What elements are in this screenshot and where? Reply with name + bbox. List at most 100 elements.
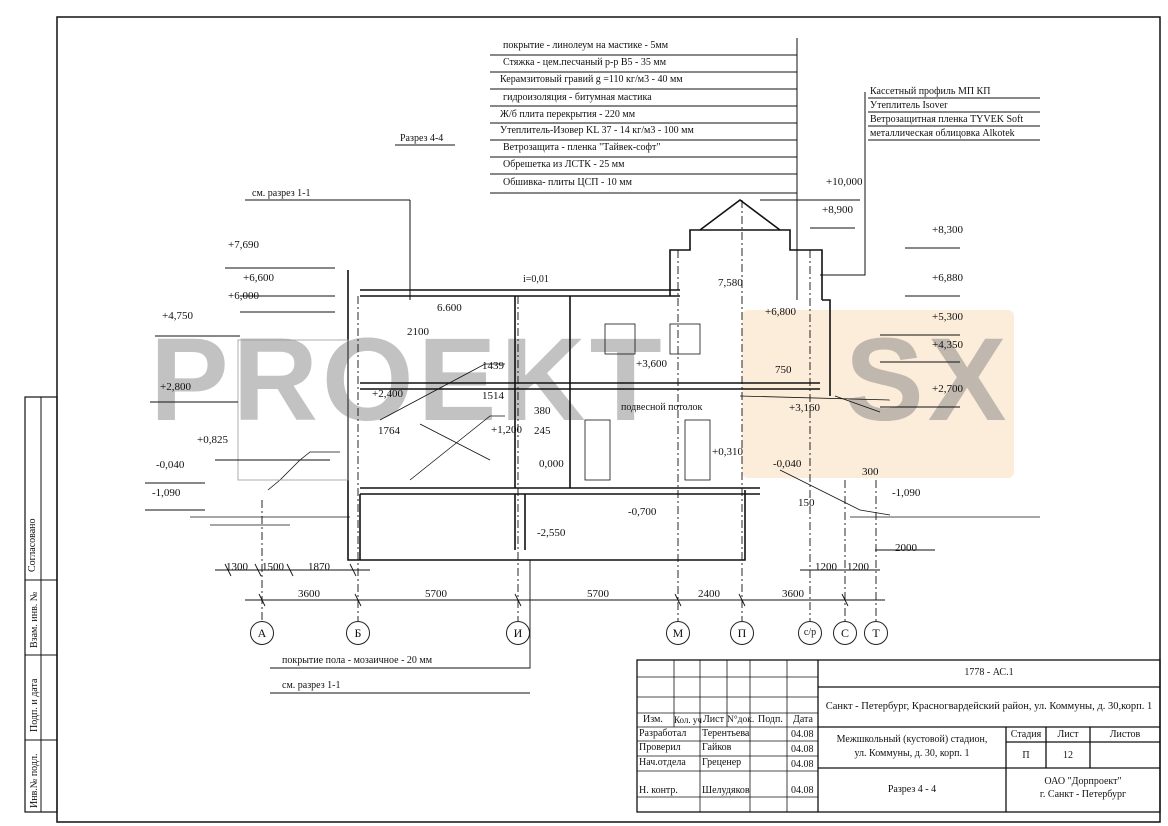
axis-marker: А: [250, 621, 274, 645]
sheets-label: Листов: [1109, 729, 1141, 740]
signer-role: Проверил: [639, 742, 681, 753]
dimension-label: 1300: [226, 561, 248, 573]
dimension-label: 380: [534, 405, 551, 417]
dimension-label: 3600: [298, 588, 320, 600]
dimension-label: 150: [798, 497, 815, 509]
address: Санкт - Петербург, Красногвардейский рай…: [825, 701, 1153, 712]
level-mark: +6,600: [243, 272, 274, 284]
dimension-label: 245: [534, 425, 551, 437]
level-mark: +10,000: [826, 176, 863, 188]
dimension-label: 1439: [482, 360, 504, 372]
dimension-label: 1764: [378, 425, 400, 437]
level-mark: -1,090: [892, 487, 921, 499]
signer-name: Шелудяков: [702, 785, 750, 796]
signer-date: 04.08: [791, 729, 814, 740]
watermark-left: PROEKT: [150, 314, 666, 446]
wall-spec-row: металлическая облицовка Alkotek: [870, 128, 1015, 139]
header-sign: Подп.: [758, 714, 783, 725]
signer-date: 04.08: [791, 785, 814, 796]
dimension-label: 1200: [847, 561, 869, 573]
axis-marker: М: [666, 621, 690, 645]
signer-name: Греценер: [702, 757, 742, 768]
signer-date: 04.08: [791, 759, 814, 770]
level-mark: -0,040: [773, 458, 802, 470]
level-mark: +8,900: [822, 204, 853, 216]
axis-marker: И: [506, 621, 530, 645]
ceiling-note: подвесной потолок: [621, 402, 703, 413]
header-sheet: Лист: [703, 714, 724, 725]
wall-spec-row: Ветрозащитная пленка TYVEK Soft: [870, 114, 1024, 125]
see-section-top: см. разрез 1-1: [252, 188, 311, 199]
stamp-approved: Согласовано: [27, 518, 38, 572]
material-row: Ветрозащита - пленка "Тайвек-софт": [503, 142, 661, 153]
level-mark: +1,200: [491, 424, 522, 436]
level-mark: +0,825: [197, 434, 228, 446]
dimension-label: 750: [775, 364, 792, 376]
stage-label: Стадия: [1010, 729, 1042, 740]
level-mark: -1,090: [152, 487, 181, 499]
header-count: Кол. уч: [674, 715, 702, 725]
axis-marker: П: [730, 621, 754, 645]
level-mark: +2,400: [372, 388, 403, 400]
wall-spec-row: Кассетный профиль МП КП: [870, 86, 991, 97]
level-mark: +0,310: [712, 446, 743, 458]
signer-date: 04.08: [791, 744, 814, 755]
org-name: ОАО "Дорпроект": [1044, 776, 1122, 787]
axis-marker: Б: [346, 621, 370, 645]
stage-value: П: [1022, 750, 1030, 761]
material-row: покрытие - линолеум на мастике - 5мм: [503, 40, 669, 51]
header-change: Изм.: [643, 714, 663, 725]
watermark-right: SX: [845, 314, 1011, 446]
level-mark: +4,350: [932, 339, 963, 351]
dimension-label: 3600: [782, 588, 804, 600]
level-mark: +6,000: [228, 290, 259, 302]
signer-role: Нач.отдела: [639, 757, 686, 768]
watermark-accent: [742, 310, 1014, 478]
stamp-sign-date: Подп. и дата: [29, 678, 40, 732]
header-docnum: N°док.: [727, 715, 755, 725]
level-mark: +8,300: [932, 224, 963, 236]
dimension-label: 1514: [482, 390, 504, 402]
section-title: Разрез 4-4: [400, 133, 444, 144]
dimension-label: 5700: [425, 588, 447, 600]
level-mark: +4,750: [162, 310, 193, 322]
material-row: Ж/б плита перекрытия - 220 мм: [500, 109, 636, 120]
level-mark: +3,160: [789, 402, 820, 414]
dimension-label: 2400: [698, 588, 720, 600]
stamp-inv-original: Инв.№ подл.: [29, 753, 40, 808]
material-row: Стяжка - цем.песчаный р-р В5 - 35 мм: [503, 57, 667, 68]
sheet-label: Лист: [1057, 729, 1079, 740]
project-name: Межшкольный (кустовой) стадион,: [836, 734, 988, 745]
stamp-replaced-inv: Взам. инв. №: [29, 591, 40, 648]
dimension-label: 300: [862, 466, 879, 478]
dimension-label: 2100: [407, 326, 429, 338]
axis-marker: Т: [864, 621, 888, 645]
see-section-bottom: см. разрез 1-1: [282, 680, 341, 691]
signer-name: Гайков: [702, 742, 732, 753]
level-mark: +6,800: [765, 306, 796, 318]
material-row: гидроизоляция - битумная мастика: [503, 92, 652, 103]
level-mark: +5,300: [932, 311, 963, 323]
level-mark: -0,700: [628, 506, 657, 518]
material-row: Обрешетка из ЛСТК - 25 мм: [503, 159, 625, 170]
signer-name: Терентьева: [702, 728, 750, 739]
project-address: ул. Коммуны, д. 30, корп. 1: [854, 748, 970, 759]
dimension-label: 1200: [815, 561, 837, 573]
sheet-title: Разрез 4 - 4: [887, 784, 937, 795]
signer-role: Разработал: [639, 728, 687, 739]
floor-note: покрытие пола - мозаичное - 20 мм: [282, 655, 433, 666]
header-date: Дата: [793, 714, 813, 725]
level-mark: +6,880: [932, 272, 963, 284]
roof-slope: i=0,01: [523, 274, 549, 285]
dimension-label: 1500: [262, 561, 284, 573]
level-mark: +2,700: [932, 383, 963, 395]
dimension-label: 1870: [308, 561, 330, 573]
sheet-value: 12: [1063, 750, 1073, 761]
level-mark: -2,550: [537, 527, 566, 539]
material-row: Утеплитель-Изовер KL 37 - 14 кг/м3 - 100…: [500, 125, 694, 136]
org-city: г. Санкт - Петербург: [1039, 789, 1127, 800]
level-mark: 7,580: [718, 277, 743, 289]
dimension-label: 5700: [587, 588, 609, 600]
level-mark: +2,800: [160, 381, 191, 393]
